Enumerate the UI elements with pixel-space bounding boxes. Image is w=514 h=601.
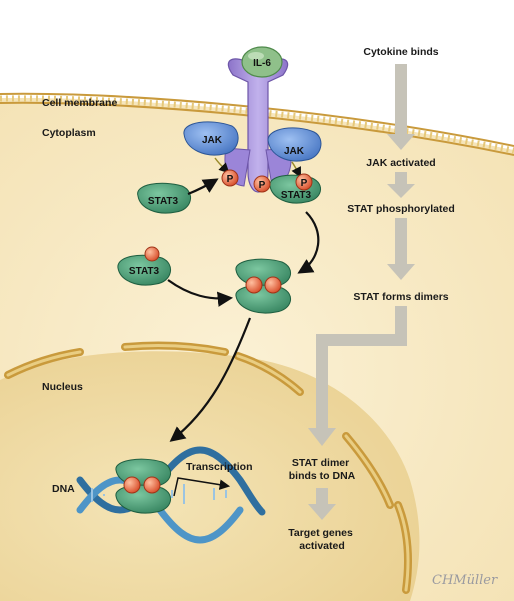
- jak-right: JAK: [267, 127, 322, 162]
- nucleus: [0, 341, 420, 601]
- step-target-genes-line2: activated: [299, 540, 345, 552]
- svg-text:P: P: [227, 174, 234, 185]
- jak-left: JAK: [183, 121, 239, 156]
- cell-membrane-label: Cell membrane: [42, 97, 117, 109]
- stat3-a-label: STAT3: [148, 196, 179, 207]
- step-stat-dimer-binds-dna-line1: STAT dimer: [292, 457, 349, 469]
- il6-label: IL-6: [253, 58, 271, 69]
- step-cytokine-binds: Cytokine binds: [363, 46, 438, 58]
- jak-right-label: JAK: [284, 146, 305, 157]
- step-stat-forms-dimers: STAT forms dimers: [353, 291, 448, 303]
- svg-text:P: P: [301, 178, 308, 189]
- stat3-phosphorylated: STAT3: [117, 246, 171, 286]
- svg-text:P: P: [259, 180, 266, 191]
- stat3-dimer-on-dna: [115, 458, 171, 514]
- stat3-free: STAT3: [137, 182, 191, 214]
- stat3-c-label: STAT3: [281, 190, 312, 201]
- stat3-recruit-arrow: [187, 178, 219, 196]
- phosphate-3: P: [295, 173, 313, 191]
- step-jak-activated: JAK activated: [366, 157, 435, 169]
- pathway-flow: [308, 64, 415, 520]
- phosphate-1: P: [221, 169, 239, 187]
- stat3-dimer: [235, 258, 291, 314]
- dna-label: DNA: [52, 483, 75, 495]
- step-stat-phosphorylated: STAT phosphorylated: [347, 203, 455, 215]
- transcription-arrow: [173, 477, 231, 497]
- il6-ligand: IL-6: [241, 46, 283, 78]
- to-dimer-arrow-2: [167, 279, 234, 307]
- step-stat-dimer-binds-dna: STAT dimer binds to DNA: [289, 457, 356, 482]
- to-dimer-arrow: [297, 211, 320, 274]
- artist-signature: CHMüller: [432, 573, 498, 588]
- cytoplasm-label: Cytoplasm: [42, 127, 96, 139]
- step-target-genes-activated: Target genes activated: [288, 527, 356, 552]
- phosphate-2: P: [253, 175, 271, 193]
- step-stat-dimer-binds-dna-line2: binds to DNA: [289, 470, 356, 482]
- step-target-genes-line1: Target genes: [288, 527, 353, 539]
- transcription-label: Transcription: [186, 461, 253, 473]
- jak-left-label: JAK: [202, 135, 223, 146]
- stat3-b-label: STAT3: [129, 266, 160, 277]
- cell-membrane: [0, 92, 514, 156]
- nucleus-label: Nucleus: [42, 381, 83, 393]
- to-nucleus-arrow: [169, 317, 252, 442]
